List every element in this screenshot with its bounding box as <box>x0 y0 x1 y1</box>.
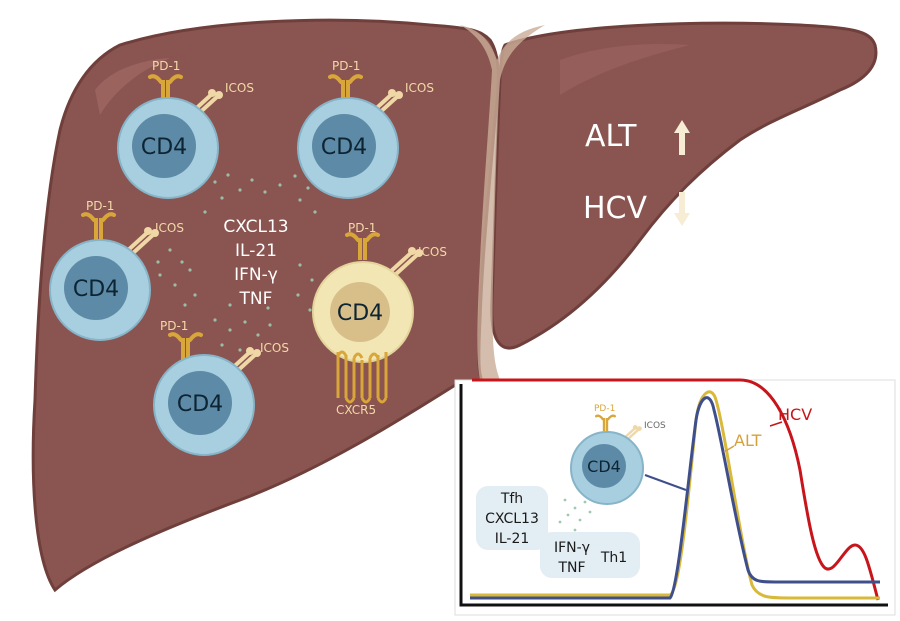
pd1-label: PD-1 <box>348 221 376 235</box>
cd4-cell-top-mid: CD4 PD-1 ICOS <box>297 59 434 199</box>
falciform-ligament <box>460 25 545 380</box>
cxcr5-receptor <box>336 350 388 404</box>
tfh-il21: IL-21 <box>495 531 530 547</box>
th1-tnf: TNF <box>557 560 585 576</box>
tfh-cell: CD4 PD-1 ICOS CXCR5 <box>312 221 447 417</box>
icos-label: ICOS <box>225 81 254 95</box>
hcv-curve-label: HCV <box>778 405 812 424</box>
arrow-down-icon <box>674 192 690 226</box>
inset-axes <box>459 384 888 607</box>
inset-panel: HCV ALT CD4 PD-1 ICOS Tfh CXCL13 IL-21 <box>454 378 896 616</box>
tfh-label: Tfh <box>500 491 523 507</box>
inset-cytokine-dots <box>558 498 592 532</box>
alt-curve <box>470 390 880 600</box>
alt-marker-label: ALT <box>585 119 637 154</box>
inset-cd4-cell: CD4 PD-1 ICOS <box>570 404 666 505</box>
inset-icos-label: ICOS <box>644 421 666 431</box>
pd1-label: PD-1 <box>152 59 180 73</box>
icos-label: ICOS <box>418 245 447 259</box>
th1-label: Th1 <box>600 550 627 566</box>
cd4-label: CD4 <box>177 392 223 417</box>
inset-pd1-label: PD-1 <box>594 404 615 414</box>
cxcr5-label: CXCR5 <box>336 403 376 417</box>
liver-highlight <box>95 58 170 115</box>
cd4-cell-mid-left: CD4 PD-1 ICOS <box>49 199 184 341</box>
alt-curve-label: ALT <box>734 431 762 450</box>
cytokine-list: CXCL13 IL-21 IFN-γ TNF <box>223 217 288 309</box>
cd4-pointer-line <box>644 474 687 491</box>
arrow-up-icon <box>674 120 690 155</box>
hcv-marker-label: HCV <box>583 191 648 226</box>
cytokine-ifng: IFN-γ <box>234 265 278 285</box>
cd4-label: CD4 <box>321 135 367 160</box>
cd4-cell-bottom: CD4 PD-1 ICOS <box>153 319 289 456</box>
cd4-label: CD4 <box>337 301 383 326</box>
liver-highlight-right <box>560 43 690 95</box>
hcv-curve <box>472 378 880 601</box>
cd4-label: CD4 <box>73 277 119 302</box>
cd4-cell-top-left: CD4 PD-1 ICOS <box>117 59 254 199</box>
inset-cd4-label: CD4 <box>587 457 621 476</box>
pd1-label: PD-1 <box>86 199 114 213</box>
tfh-cxcl13: CXCL13 <box>485 511 539 527</box>
icos-label: ICOS <box>260 341 289 355</box>
pd1-label: PD-1 <box>332 59 360 73</box>
cytokine-tnf: TNF <box>239 289 273 309</box>
icos-label: ICOS <box>405 81 434 95</box>
liver-markers: ALT HCV <box>583 119 690 226</box>
cd4-label: CD4 <box>141 135 187 160</box>
cytokine-cxcl13: CXCL13 <box>223 217 288 237</box>
cytokine-il21: IL-21 <box>235 241 277 261</box>
liver-right-lobe <box>490 21 878 350</box>
cd4-curve <box>470 396 880 600</box>
tfh-box: Tfh CXCL13 IL-21 <box>476 486 548 550</box>
icos-label: ICOS <box>155 221 184 235</box>
th1-ifng: IFN-γ <box>554 540 590 556</box>
pd1-label: PD-1 <box>160 319 188 333</box>
th1-box: IFN-γ TNF Th1 <box>540 532 640 578</box>
